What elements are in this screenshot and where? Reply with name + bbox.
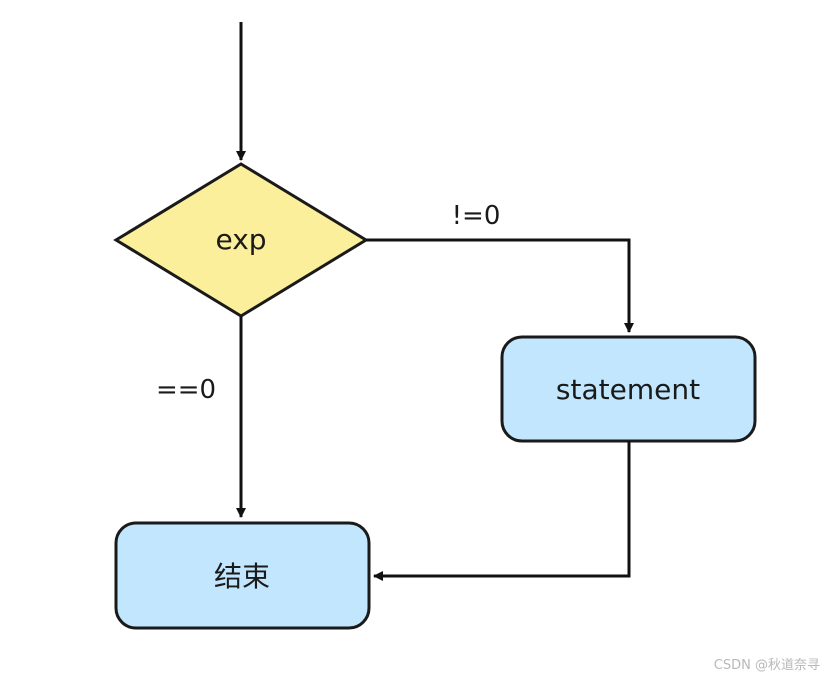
decision-node: exp: [113, 162, 369, 318]
false-branch-label: ==0: [156, 375, 216, 405]
end-node: 结束: [114, 521, 371, 630]
true-branch-arrow: [366, 238, 634, 333]
end-label: 结束: [214, 560, 270, 593]
loop-back-arrow: [373, 441, 631, 581]
watermark: CSDN @秋道奈寻: [713, 658, 820, 673]
decision-label: exp: [215, 223, 266, 256]
true-branch-label: !=0: [452, 201, 501, 231]
statement-node: statement: [500, 335, 757, 443]
statement-label: statement: [556, 373, 700, 406]
end-shape: [114, 521, 371, 630]
